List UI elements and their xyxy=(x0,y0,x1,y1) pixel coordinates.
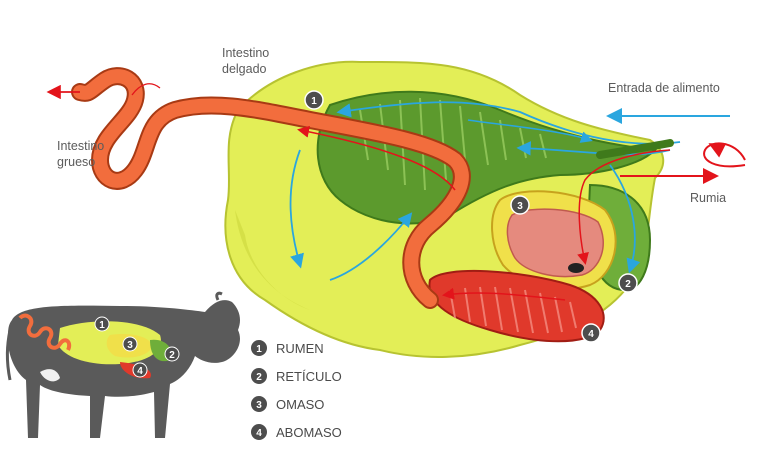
legend: 1 RUMEN 2 RETÍCULO 3 OMASO 4 ABOMASO xyxy=(251,340,342,440)
marker-4: 4 xyxy=(581,323,601,343)
svg-text:OMASO: OMASO xyxy=(276,397,324,412)
omasum-orifice xyxy=(568,263,584,273)
svg-text:3: 3 xyxy=(256,400,262,411)
svg-text:2: 2 xyxy=(169,350,175,361)
abomasum-folds xyxy=(449,286,577,334)
cow-silhouette-icon: 1 3 2 4 xyxy=(5,291,240,438)
marker-1: 1 xyxy=(304,90,324,110)
label-large-intestine-2: grueso xyxy=(57,155,95,169)
svg-text:ABOMASO: ABOMASO xyxy=(276,425,342,440)
svg-text:RUMEN: RUMEN xyxy=(276,341,324,356)
marker-3: 3 xyxy=(510,195,530,215)
svg-text:2: 2 xyxy=(256,372,262,383)
label-small-intestine-1: Intestino xyxy=(222,46,269,60)
svg-text:1: 1 xyxy=(311,96,317,107)
legend-item-omasum: 3 OMASO xyxy=(251,396,324,412)
svg-text:4: 4 xyxy=(588,329,594,340)
marker-2: 2 xyxy=(618,273,638,293)
svg-text:2: 2 xyxy=(625,279,631,290)
svg-text:4: 4 xyxy=(137,366,143,377)
label-food-intake: Entrada de alimento xyxy=(608,81,720,95)
label-small-intestine-2: delgado xyxy=(222,62,267,76)
legend-item-rumen: 1 RUMEN xyxy=(251,340,324,356)
svg-text:RETÍCULO: RETÍCULO xyxy=(276,369,342,384)
svg-text:3: 3 xyxy=(127,340,133,351)
legend-item-reticulum: 2 RETÍCULO xyxy=(251,368,342,384)
label-large-intestine-1: Intestino xyxy=(57,139,104,153)
svg-text:3: 3 xyxy=(517,201,523,212)
label-rumination: Rumia xyxy=(690,191,726,205)
svg-text:4: 4 xyxy=(256,428,262,439)
svg-text:1: 1 xyxy=(99,320,105,331)
svg-text:1: 1 xyxy=(256,344,262,355)
legend-item-abomasum: 4 ABOMASO xyxy=(251,424,342,440)
